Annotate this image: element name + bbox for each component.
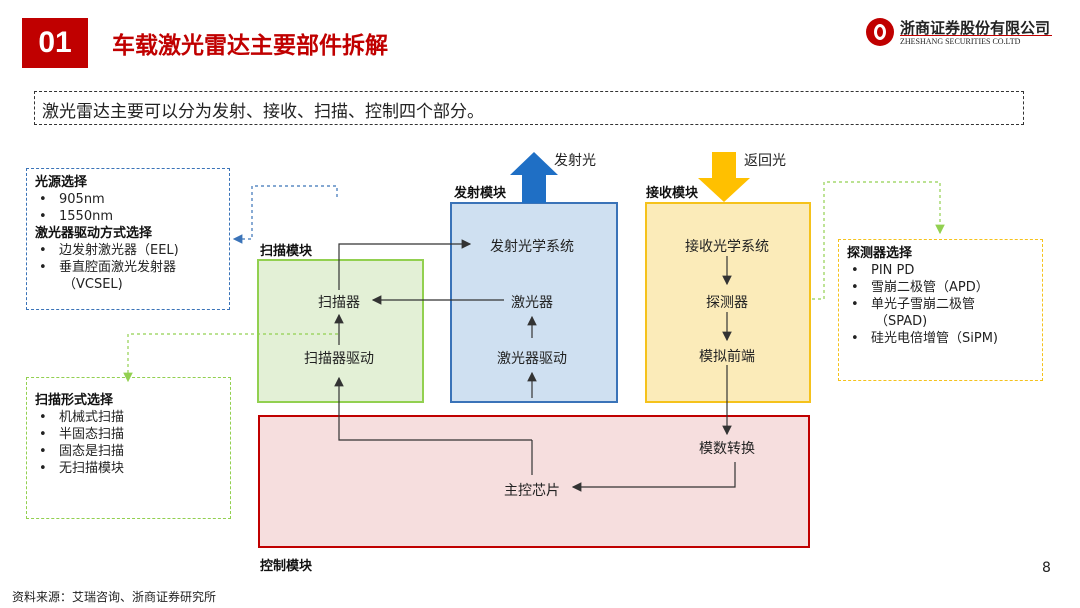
detector-node: 探测器 xyxy=(706,295,748,311)
list-item: •PIN PD xyxy=(851,263,915,278)
list-item: •边发射激光器（EEL) xyxy=(39,243,179,258)
emit-light-arrow xyxy=(510,152,558,203)
light-source-options-box: 光源选择 •905nm •1550nm 激光器驱动方式选择 •边发射激光器（EE… xyxy=(26,168,230,310)
list-item: •905nm xyxy=(39,192,105,207)
control-module-box xyxy=(258,415,810,548)
receive-module-box xyxy=(645,202,811,403)
emit-light-label: 发射光 xyxy=(554,153,596,169)
company-logo: 浙商证券股份有限公司 ZHESHANG SECURITIES CO.LTD xyxy=(866,16,1056,52)
list-item: •无扫描模块 xyxy=(39,461,125,476)
subtitle-text: 激光雷达主要可以分为发射、接收、扫描、控制四个部分。 xyxy=(42,102,484,122)
detector-options-title: 探测器选择 xyxy=(847,246,913,261)
list-item: •固态是扫描 xyxy=(39,444,125,459)
list-item-continuation: （VCSEL) xyxy=(63,277,123,292)
detector-options-box: 探测器选择 •PIN PD •雪崩二极管（APD） •单光子雪崩二极管 （SPA… xyxy=(838,239,1043,381)
logo-company-name-en: ZHESHANG SECURITIES CO.LTD xyxy=(900,37,1021,46)
return-light-arrow xyxy=(698,152,750,202)
list-item: •单光子雪崩二极管 xyxy=(851,297,976,312)
scan-form-title: 扫描形式选择 xyxy=(35,393,114,408)
subtitle-frame xyxy=(34,91,1024,125)
list-item-continuation: （SPAD) xyxy=(875,314,928,329)
list-item: •雪崩二极管（APD） xyxy=(851,280,989,295)
list-item: •1550nm xyxy=(39,209,113,224)
list-item: •硅光电倍增管（SiPM) xyxy=(851,331,998,346)
scan-form-options-box: 扫描形式选择 •机械式扫描 •半固态扫描 •固态是扫描 •无扫描模块 xyxy=(26,377,231,519)
source-note: 资料来源：艾瑞咨询、浙商证券研究所 xyxy=(12,590,217,604)
scanner-driver-node: 扫描器驱动 xyxy=(304,351,374,367)
scan-module-label: 扫描模块 xyxy=(260,244,313,259)
logo-company-name: 浙商证券股份有限公司 xyxy=(900,19,1051,37)
list-item: •半固态扫描 xyxy=(39,427,125,442)
list-item: •机械式扫描 xyxy=(39,410,125,425)
logo-icon xyxy=(866,18,894,46)
receive-optics-node: 接收光学系统 xyxy=(685,239,769,255)
main-chip-node: 主控芯片 xyxy=(504,483,560,499)
section-number-badge: 01 xyxy=(22,18,88,68)
laser-node: 激光器 xyxy=(511,295,553,311)
return-light-label: 返回光 xyxy=(744,153,786,169)
list-item: •垂直腔面激光发射器 xyxy=(39,260,177,275)
scanner-node: 扫描器 xyxy=(318,295,360,311)
control-module-label: 控制模块 xyxy=(260,559,313,574)
page-number: 8 xyxy=(1042,560,1051,576)
light-source-title: 光源选择 xyxy=(35,175,88,190)
logo-divider xyxy=(900,35,1052,36)
laser-driver-node: 激光器驱动 xyxy=(497,351,567,367)
adc-node: 模数转换 xyxy=(699,441,755,457)
page-title: 车载激光雷达主要部件拆解 xyxy=(112,33,388,59)
receive-module-label: 接收模块 xyxy=(646,186,699,201)
laser-drive-title: 激光器驱动方式选择 xyxy=(35,226,153,241)
analog-frontend-node: 模拟前端 xyxy=(699,349,755,365)
emit-module-label: 发射模块 xyxy=(454,186,507,201)
emit-optics-node: 发射光学系统 xyxy=(490,239,574,255)
